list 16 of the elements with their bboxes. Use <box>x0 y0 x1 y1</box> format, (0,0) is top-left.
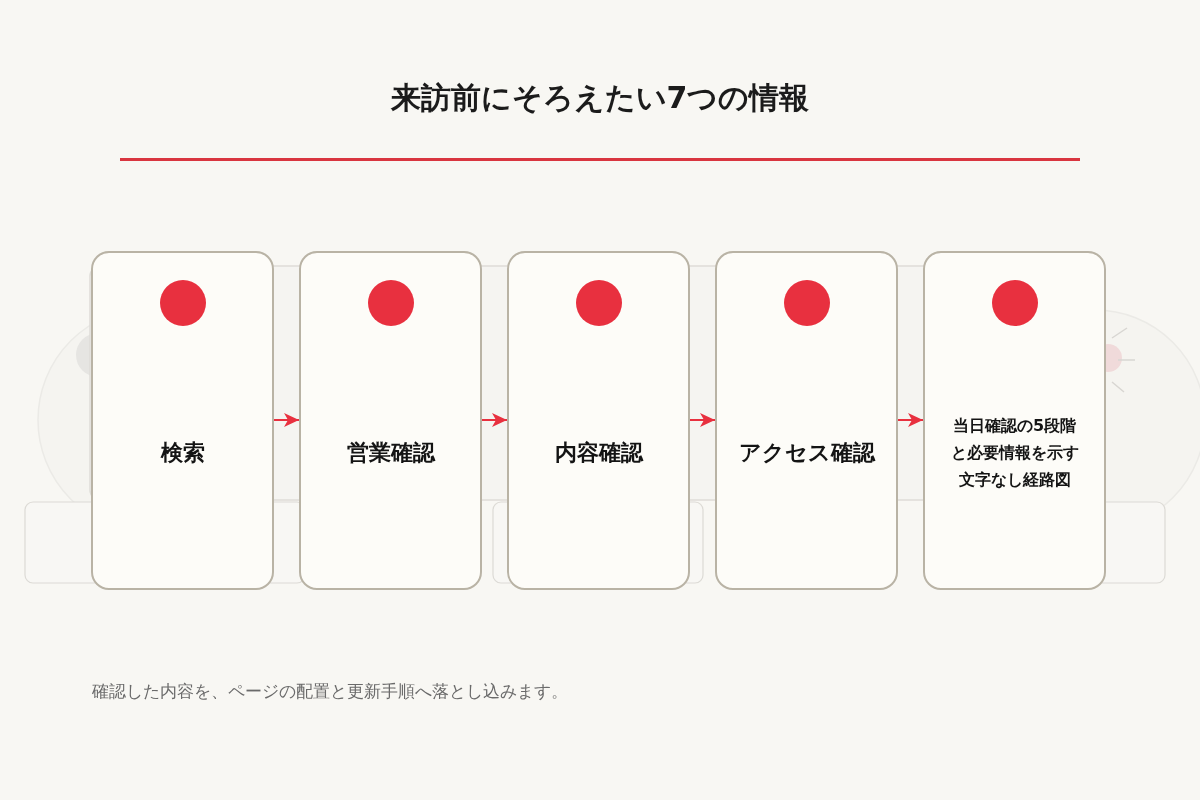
step-label: 検索 <box>160 438 205 467</box>
arrow <box>689 413 716 427</box>
step-card <box>507 251 690 590</box>
step-label: 営業確認 <box>346 438 435 467</box>
step-label: 当日確認の5段階と必要情報を示す文字なし経路図 <box>949 415 1080 491</box>
step-card <box>299 251 482 590</box>
step-card <box>715 251 898 590</box>
arrow <box>273 413 300 427</box>
arrow <box>481 413 508 427</box>
step-card <box>91 251 274 590</box>
step-label: アクセス確認 <box>738 438 875 467</box>
caption: 確認した内容を、ページの配置と更新手順へ落とし込みます。 <box>92 680 568 703</box>
step-label: 内容確認 <box>554 438 643 467</box>
diagram-title: 来訪前にそろえたい7つの情報 <box>390 79 810 117</box>
step-card <box>923 251 1106 590</box>
arrow <box>897 413 924 427</box>
